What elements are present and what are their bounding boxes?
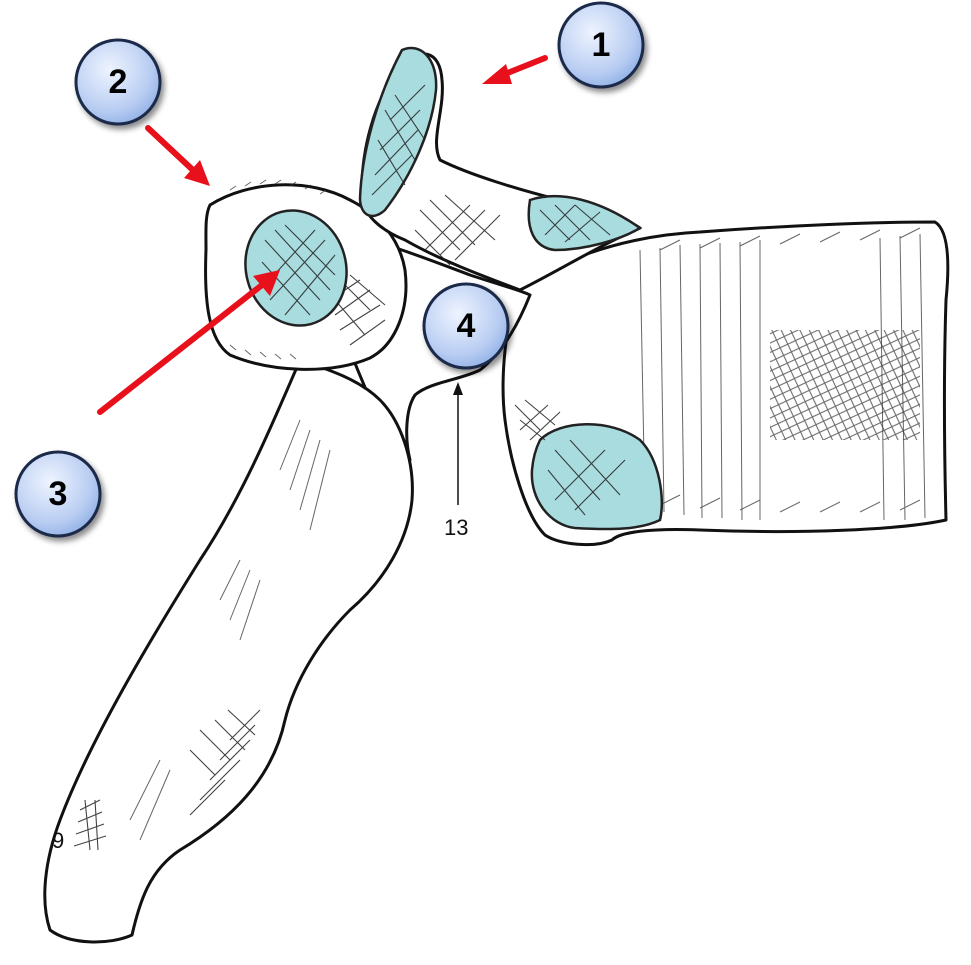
arrow-2 (148, 128, 210, 186)
marker-1: 1 (559, 3, 643, 87)
arrow-1 (482, 58, 545, 84)
rib-label-tick (453, 382, 463, 395)
marker-4: 4 (424, 284, 508, 368)
marker-3-label: 3 (49, 475, 68, 513)
marker-2-label: 2 (109, 63, 128, 101)
marker-3: 3 (16, 452, 100, 536)
spinous-process (45, 360, 413, 942)
marker-1-label: 1 (592, 26, 611, 64)
marker-4-label: 4 (457, 307, 476, 345)
rib-label: 13 (444, 515, 468, 540)
spine-label: 9 (52, 828, 64, 853)
marker-2: 2 (76, 40, 160, 124)
body-crosshatch (770, 330, 920, 440)
